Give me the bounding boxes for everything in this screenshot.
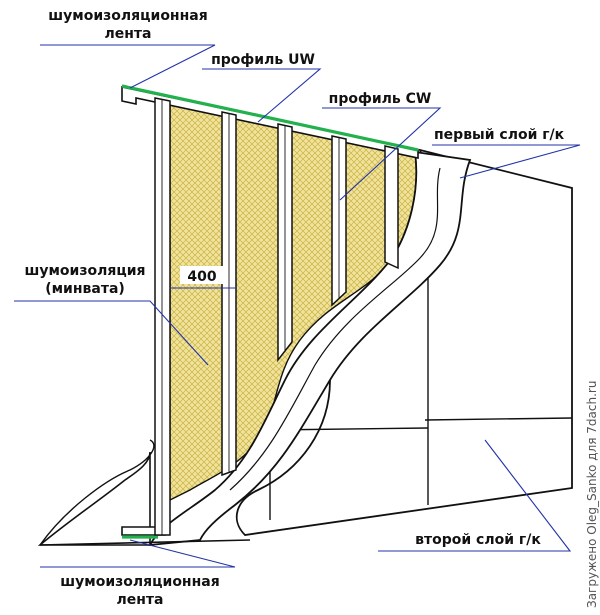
- floor-wave: [39, 439, 155, 546]
- leader-insulation: [14, 300, 209, 366]
- second-layer-seam-horizontal: [424, 417, 573, 421]
- tape-bottom-label-line2: лента: [117, 592, 164, 608]
- leader-tape-top: [40, 44, 216, 89]
- tape-bottom-label-line1: шумоизоляционная: [60, 574, 219, 590]
- cw-stud-5: [384, 145, 399, 270]
- leader-second-layer: [378, 439, 572, 552]
- floor-line: [39, 539, 251, 546]
- leader-first-layer: [432, 144, 581, 179]
- profile-cw-label: профиль CW: [329, 91, 432, 107]
- cw-stud-1: [154, 97, 171, 536]
- leader-tape-bottom: [40, 539, 236, 568]
- first-layer-inner-edge: [229, 167, 441, 491]
- first-layer-label: первый слой г/к: [434, 127, 565, 143]
- first-drywall-layer: [148, 150, 472, 547]
- watermark: Загружено Oleg_Sanko для 7dach.ru: [585, 381, 599, 608]
- cw-studs: [154, 97, 399, 536]
- second-layer-label: второй слой г/к: [415, 532, 541, 548]
- tape-top-label-line2: лента: [105, 26, 152, 42]
- profile-uw-label: профиль UW: [211, 52, 315, 68]
- leader-profile-uw: [202, 68, 322, 123]
- insulation-label-line1: шумоизоляция: [24, 263, 145, 279]
- tape-top-label-line1: шумоизоляционная: [48, 8, 207, 24]
- insulation-label-line2: (минвата): [45, 281, 125, 297]
- leader-lines: [14, 44, 581, 568]
- tape-top: [121, 84, 419, 152]
- spacing-label: 400: [187, 269, 216, 285]
- leader-profile-cw: [322, 107, 442, 201]
